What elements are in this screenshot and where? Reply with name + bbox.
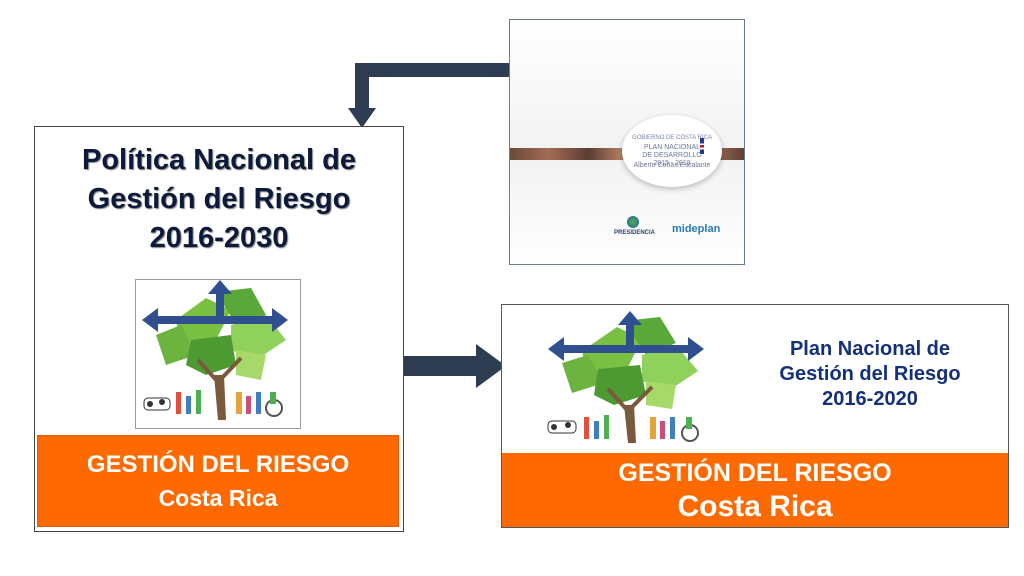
tree-with-arrows-and-people-icon — [547, 311, 704, 443]
title-line-1: Política Nacional de — [82, 144, 356, 176]
title-line-3: 2016-2020 — [822, 388, 918, 410]
tree-illustration — [135, 279, 301, 429]
plan-nacional-gestion-title: Plan Nacional de Gestión del Riesgo 2016… — [740, 337, 1000, 412]
cover-title-line-2: DE DESARROLLO — [642, 152, 702, 159]
title-line-2: Gestión del Riesgo — [779, 363, 961, 385]
plan-nacional-desarrollo-cover: GOBIERNO DE COSTA RICA PLAN NACIONAL DE … — [509, 19, 745, 265]
title-line-3: 2016-2030 — [149, 222, 289, 254]
cover-title-line-1: PLAN NACIONAL — [643, 144, 701, 151]
politica-nacional-card: Política Nacional de Gestión del Riesgo … — [34, 126, 404, 532]
costa-rica-flag-icon — [700, 138, 704, 154]
tree-with-arrows-and-people-icon — [142, 280, 288, 420]
cover-title-ellipse — [622, 115, 722, 187]
presidencia-seal-icon — [627, 216, 639, 228]
mideplan-logo-text: mideplan — [672, 223, 721, 235]
cover-title: PLAN NACIONAL DE DESARROLLO 2015 - 2018 — [628, 144, 716, 168]
band-subtitle: Costa Rica — [677, 490, 833, 523]
connector-arrow-right — [398, 344, 506, 388]
band-title: GESTIÓN DEL RIESGO — [618, 459, 892, 487]
presidencia-logo-text: PRESIDENCIA — [614, 230, 656, 236]
gestion-riesgo-band: GESTIÓN DEL RIESGO Costa Rica — [502, 453, 1008, 527]
title-line-1: Plan Nacional de — [789, 338, 951, 360]
tree-illustration — [542, 311, 720, 451]
band-subtitle: Costa Rica — [158, 485, 278, 511]
connector-arrow-top — [348, 63, 516, 128]
politica-nacional-title: Política Nacional de Gestión del Riesgo … — [35, 141, 403, 258]
cover-subtitle: Alberto Cañas Escalante — [633, 162, 711, 169]
band-title: GESTIÓN DEL RIESGO — [86, 451, 350, 478]
gestion-riesgo-band: GESTIÓN DEL RIESGO Costa Rica — [37, 435, 399, 527]
cover-government-label: GOBIERNO DE COSTA RICA — [632, 135, 712, 141]
cover-years: 2015 - 2018 — [653, 160, 691, 167]
title-line-2: Gestión del Riesgo — [87, 183, 351, 215]
plan-nacional-gestion-card: Plan Nacional de Gestión del Riesgo 2016… — [501, 304, 1009, 528]
